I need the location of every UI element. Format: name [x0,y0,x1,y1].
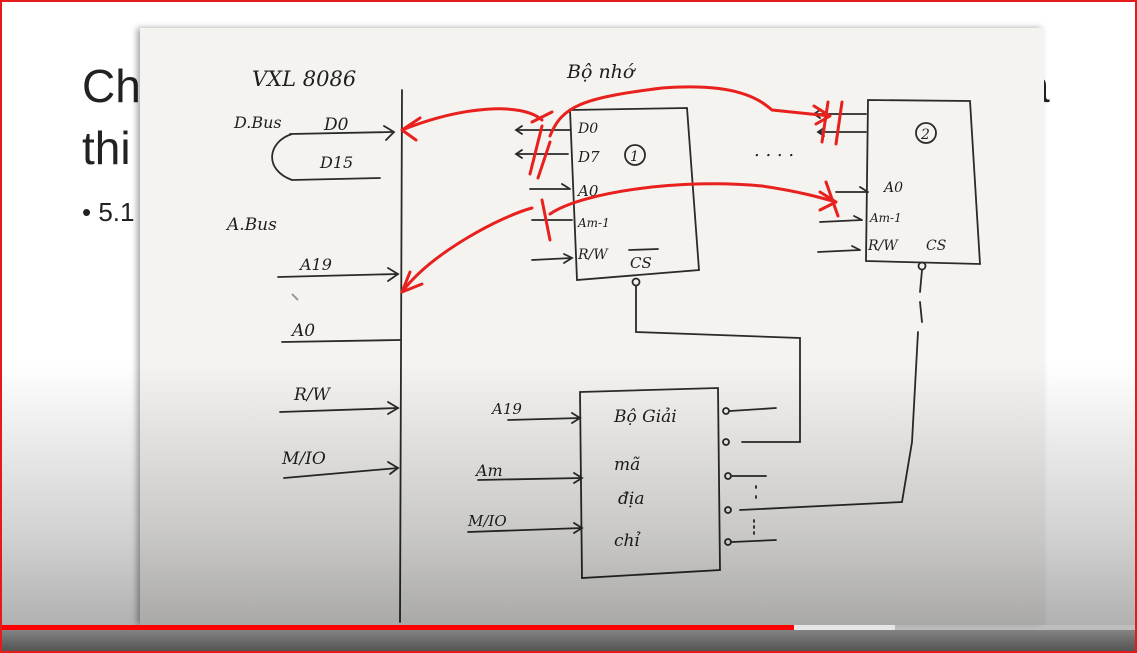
decoder-a19-input [507,412,582,424]
cpu-label: VXL 8086 [252,67,356,91]
chip1-cs-wire [635,285,801,443]
decoder-am-label: Am [474,461,503,480]
cpu-mio-line [283,467,399,479]
cpu-rw-arrow [387,401,400,415]
chip1-pin-arrows [514,125,574,264]
memory-chip-1 [569,107,700,281]
cpu-mio-arrow [387,461,400,475]
handwritten-diagram: VXL 8086 Bộ nhớ D.Bus D0 D15 A.Bus A19 A… [225,61,981,623]
chip2-cs-wire [739,269,923,511]
decoder-outputs [722,407,777,546]
chips-ellipsis: . . . . [754,140,794,161]
chip2-a0-label: A0 [882,180,903,196]
chip2-rw-label: R/W [867,238,899,254]
cpu-d15-label: D15 [319,153,353,172]
chip1-am1-label: Am-1 [577,216,610,230]
decoder-a19-label: A19 [490,400,522,418]
chip1-rw-label: R/W [577,247,609,263]
decoder-am-input [477,472,584,484]
video-progress-bar[interactable] [2,625,1135,630]
cpu-a19-label: A19 [298,255,332,274]
chip1-cs-overbar [628,248,659,251]
chip2-number: 2 [920,127,930,143]
slide-title: Ch [82,60,141,112]
cpu-mio-label: M/IO [281,449,326,469]
chip2-number-circle [915,122,937,144]
decoder-line4: chỉ [614,531,640,551]
cpu-a19-arrow [387,267,400,282]
handwritten-paper: VXL 8086 Bộ nhớ D.Bus D0 D15 A.Bus A19 A… [140,28,1044,625]
dbus-bracket [271,131,393,181]
cpu-d0-label: D0 [323,115,349,135]
red-annotations [400,85,844,294]
decoder-mio-input [467,522,584,534]
chip2-cs-pin [917,261,927,271]
abus-label: A.Bus [225,215,277,235]
dbus-label: D.Bus [233,113,282,132]
decoder-mio-label: M/IO [467,512,507,530]
chip1-number-circle [624,144,646,166]
cpu-a0-line [281,339,401,343]
decoder-line2: mã [614,455,640,475]
cpu-a19-line [277,273,399,278]
cpu-bus-line [399,89,403,623]
chip1-cs-label: CS [630,254,652,272]
chip1-d7-label: D7 [577,148,600,166]
cpu-rw-line [279,407,399,413]
memory-chip-2 [865,99,981,265]
decoder-line1: Bộ Giải [613,407,677,427]
cpu-a0-label: A0 [290,321,315,341]
slide-title-line2: thi [82,122,131,174]
chip1-number: 1 [630,149,639,165]
memory-label: Bộ nhớ [566,61,637,83]
chip2-am1-label: Am-1 [869,211,902,225]
video-progress-fill[interactable] [2,625,795,630]
dbus-arrow [383,125,396,141]
cpu-rw-label: R/W [293,385,332,405]
decoder-line3: địa [618,489,644,509]
chip1-d0-label: D0 [577,121,598,137]
chip2-cs-label: CS [926,238,946,254]
chip1-cs-pin [631,277,641,287]
slide-bullet: • 5.1 [82,197,135,227]
pen-cursor [291,293,299,301]
address-decoder-box [579,387,721,579]
player-controls-band [2,630,1135,651]
